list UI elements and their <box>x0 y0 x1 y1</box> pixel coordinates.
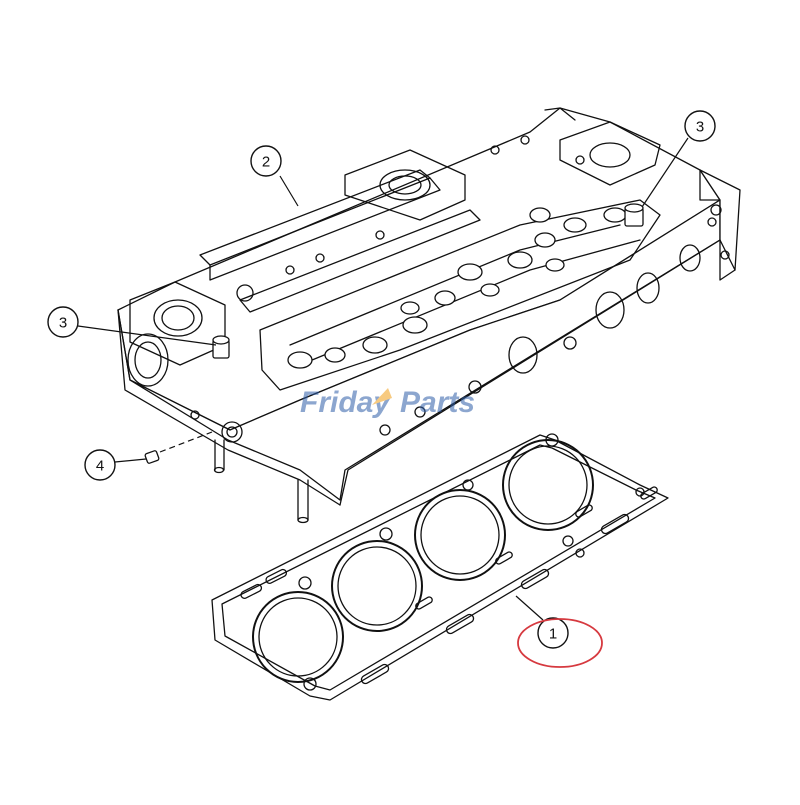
callout-3-left: 3 <box>47 306 217 346</box>
head-bolt-right <box>624 203 644 227</box>
callout-label: 1 <box>549 626 557 643</box>
watermark-swoosh-icon <box>372 388 392 405</box>
callout-label: 4 <box>96 458 104 475</box>
plug <box>144 431 213 464</box>
callout-label: 3 <box>59 315 67 332</box>
callout-4: 4 <box>84 449 147 481</box>
callout-label: 2 <box>262 154 270 171</box>
callout-1: 1 <box>515 595 603 668</box>
head-gasket <box>211 433 669 701</box>
cylinder-head <box>117 107 741 524</box>
callout-2: 2 <box>250 145 299 207</box>
watermark-text-b: Parts <box>400 386 475 419</box>
callout-3-right: 3 <box>641 110 716 208</box>
callout-label: 3 <box>696 119 704 136</box>
head-bolt-left <box>212 335 230 359</box>
rocker-arms <box>287 207 627 369</box>
highlight-ring <box>517 618 603 668</box>
watermark: Friday Parts <box>300 386 475 419</box>
